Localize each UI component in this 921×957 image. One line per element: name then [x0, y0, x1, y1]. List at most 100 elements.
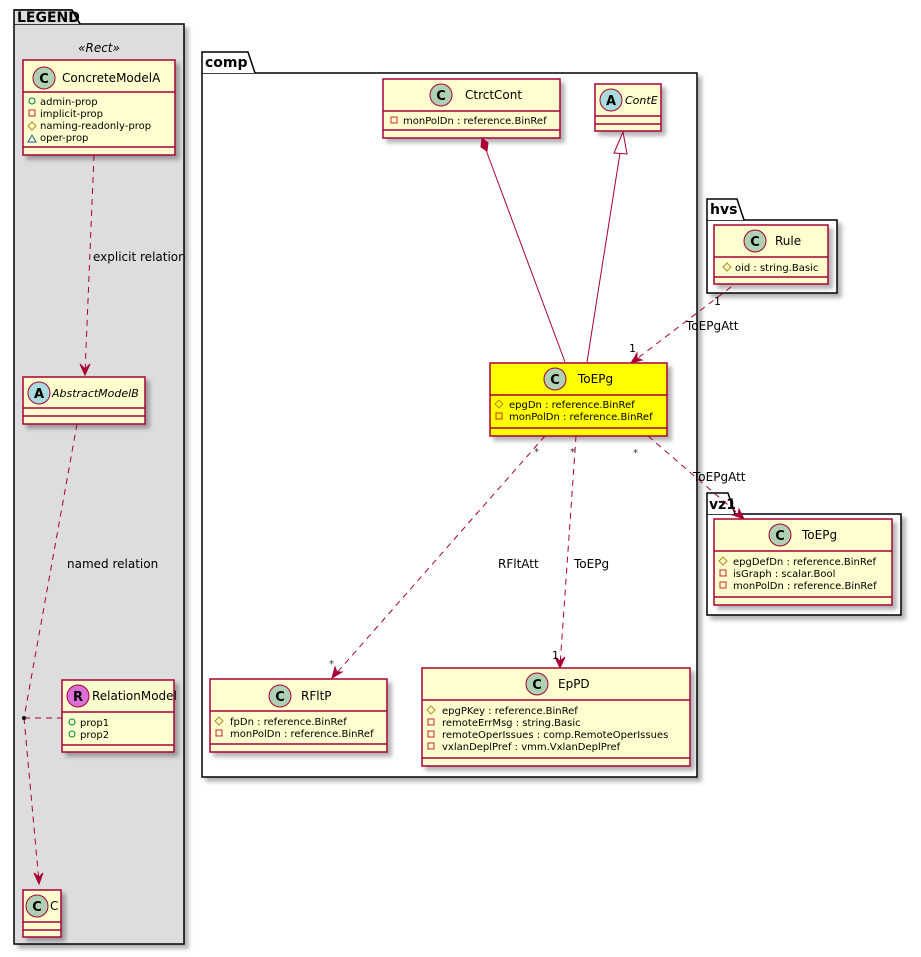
- svg-text:R: R: [73, 690, 83, 705]
- edge-rule-to-toepg: 1 ToEPgAtt 1: [629, 286, 739, 364]
- public-visibility-icon: [68, 718, 76, 726]
- edge-generalization: [586, 130, 628, 363]
- attribute: oid : string.Basic: [735, 263, 818, 274]
- attribute: epgPKey : reference.BinRef: [442, 706, 578, 717]
- class-name: C: [50, 899, 58, 913]
- edge-toepg-to-eppd: * ToEPg 1: [552, 435, 609, 670]
- class-concrete-model-a[interactable]: C ConcreteModelA admin-prop implicit-pro…: [22, 59, 176, 156]
- private-visibility-icon: [390, 116, 398, 124]
- private-visibility-icon: [719, 569, 727, 577]
- source-multiplicity: *: [534, 447, 539, 458]
- attribute: remoteErrMsg : string.Basic: [442, 718, 581, 729]
- svg-text:C: C: [550, 373, 560, 388]
- composition-diamond-icon: [480, 137, 489, 152]
- private-visibility-icon: [495, 412, 503, 420]
- edge-label: ToEPgAtt: [685, 319, 739, 333]
- edge-explicit-relation: explicit relation: [79, 154, 186, 377]
- source-multiplicity: *: [570, 447, 575, 458]
- class-c-icon: [743, 229, 767, 253]
- legend-stereotype: «Rect»: [78, 41, 120, 55]
- attribute: remoteOperIssues : comp.RemoteOperIssues: [442, 730, 668, 741]
- class-name: ToEPg: [801, 528, 837, 542]
- public-visibility-icon: [28, 97, 36, 105]
- attribute: monPolDn : reference.BinRef: [733, 581, 877, 592]
- attribute: implicit-prop: [40, 109, 103, 120]
- class-name: ConcreteModelA: [62, 71, 161, 85]
- attribute: epgDn : reference.BinRef: [509, 400, 635, 411]
- hvs-package-tab: [706, 198, 745, 221]
- comp-package-tab: [201, 51, 256, 74]
- arrow-head-icon: [731, 507, 746, 520]
- edge-label: ToEPgAtt: [692, 470, 746, 484]
- class-name: CtrctCont: [465, 88, 522, 102]
- class-a-icon: [27, 381, 51, 405]
- class-name: ToEPg: [577, 372, 613, 386]
- class-rule[interactable]: C Rule oid : string.Basic: [713, 224, 829, 285]
- svg-text:C: C: [750, 235, 760, 250]
- class-r-icon: [66, 684, 90, 708]
- private-visibility-icon: [215, 729, 223, 737]
- legend-package-title: LEGEND: [17, 10, 80, 26]
- source-multiplicity: 1: [714, 295, 721, 308]
- class-c-icon: [32, 66, 56, 90]
- target-multiplicity: 1: [729, 499, 736, 512]
- arrow-head-icon: [79, 363, 91, 377]
- class-c-icon: [543, 367, 567, 391]
- class-ctrctcont[interactable]: C CtrctCont monPolDn : reference.BinRef: [382, 78, 561, 139]
- class-name: EpPD: [558, 677, 590, 691]
- inheritance-triangle-icon: [613, 130, 628, 155]
- protected-visibility-icon: [722, 262, 732, 272]
- arrow-head-icon: [629, 351, 644, 364]
- edge-label: RFltAtt: [498, 557, 539, 571]
- legend-package: LEGEND «Rect»: [13, 9, 185, 945]
- class-abstract-model-b[interactable]: A AbstractModelB: [22, 376, 146, 425]
- hvs-package-title: hvs: [710, 202, 737, 218]
- class-name: RFltP: [301, 689, 332, 703]
- protected-visibility-icon: [494, 399, 504, 409]
- attribute: oper-prop: [40, 133, 88, 144]
- legend-package-tab: [13, 9, 81, 25]
- attribute: prop1: [80, 718, 109, 729]
- protected-visibility-icon: [718, 556, 728, 566]
- arrow-head-icon: [331, 665, 344, 680]
- class-vz1-toepg[interactable]: C ToEPg epgDefDn : reference.BinRef isGr…: [713, 518, 893, 606]
- class-name: Rule: [775, 234, 801, 248]
- association-point-icon: [22, 716, 26, 720]
- attribute: isGraph : scalar.Bool: [733, 569, 835, 580]
- class-a-icon: [599, 88, 623, 112]
- edge-label: explicit relation: [93, 250, 186, 264]
- svg-text:C: C: [39, 72, 49, 87]
- svg-text:C: C: [532, 678, 542, 693]
- class-c[interactable]: C C: [22, 889, 62, 938]
- edge-label: named relation: [67, 557, 158, 571]
- source-multiplicity: *: [633, 448, 638, 459]
- private-visibility-icon: [427, 742, 435, 750]
- attribute: monPolDn : reference.BinRef: [230, 729, 374, 740]
- target-multiplicity: 1: [552, 649, 559, 662]
- class-rfltp[interactable]: C RFltP fpDn : reference.BinRef monPolDn…: [209, 678, 388, 753]
- svg-text:C: C: [775, 529, 785, 544]
- class-c-icon: [525, 672, 549, 696]
- attribute: fpDn : reference.BinRef: [230, 717, 347, 728]
- class-eppd[interactable]: C EpPD epgPKey : reference.BinRef remote…: [421, 667, 691, 767]
- class-conte[interactable]: A ContE: [594, 83, 662, 132]
- public-visibility-icon: [68, 730, 76, 738]
- edge-named-relation: named relation: [22, 423, 158, 886]
- arrow-head-icon: [554, 656, 566, 670]
- class-c-icon: [268, 684, 292, 708]
- private-visibility-icon: [427, 730, 435, 738]
- class-c-icon: [25, 894, 49, 918]
- private-visibility-icon: [427, 718, 435, 726]
- edge-toepg-to-vz1: * ToEPgAtt 1: [633, 435, 746, 520]
- attribute: epgDefDn : reference.BinRef: [733, 557, 877, 568]
- class-relation-model[interactable]: R RelationModel prop1 prop2: [61, 679, 177, 753]
- protected-visibility-icon: [426, 705, 436, 715]
- attribute: monPolDn : reference.BinRef: [509, 412, 653, 423]
- attribute: prop2: [80, 730, 109, 741]
- class-toepg[interactable]: C ToEPg epgDn : reference.BinRef monPolD…: [489, 362, 668, 437]
- class-name: RelationModel: [92, 689, 177, 703]
- svg-text:C: C: [32, 900, 42, 915]
- protected-visibility-icon: [214, 716, 224, 726]
- private-visibility-icon: [28, 109, 36, 117]
